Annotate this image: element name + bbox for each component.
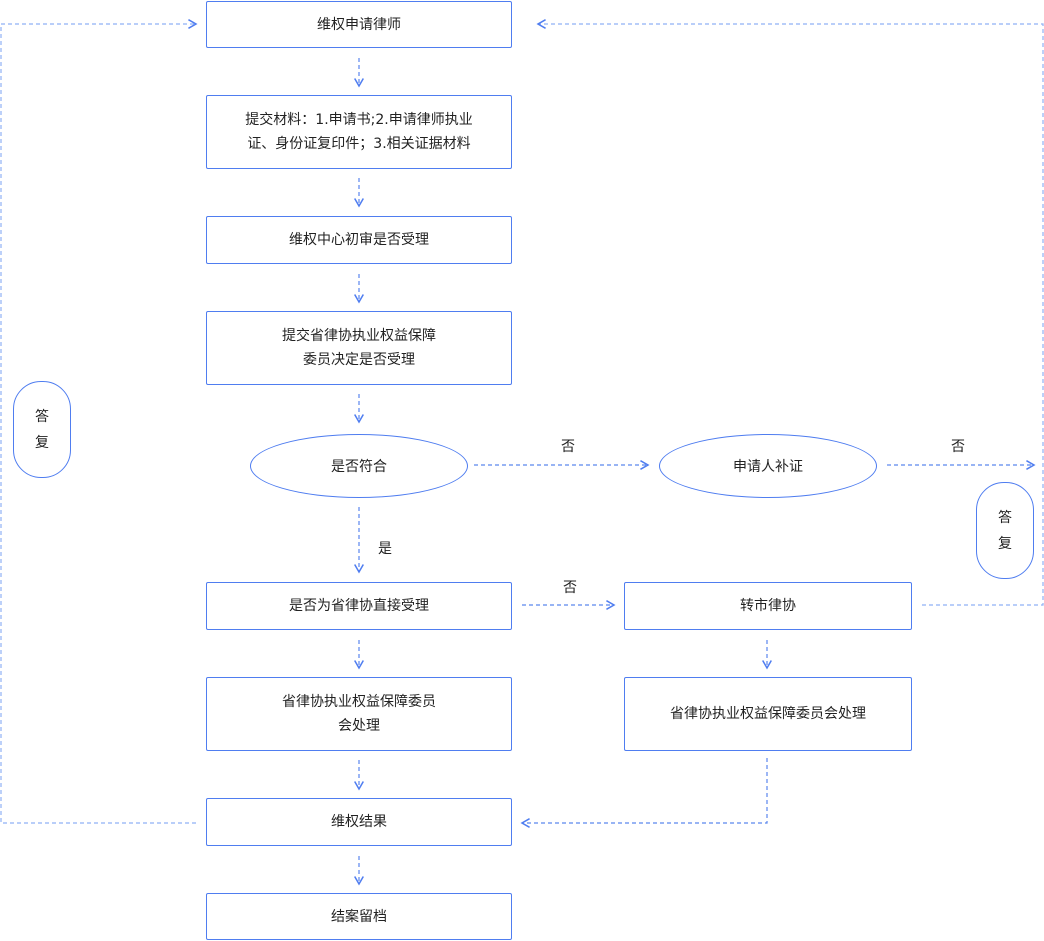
apply-lawyer-box: 维权申请律师 (206, 1, 512, 48)
provincial-committee-box: 省律协执业权益保障委员 会处理 (206, 677, 512, 751)
reply-right-pill: 答 复 (976, 482, 1034, 579)
center-review-box: 维权中心初审是否受理 (206, 216, 512, 264)
qualified-ellipse: 是否符合 (250, 434, 468, 498)
supplement-ellipse: 申请人补证 (659, 434, 877, 498)
label-no-qualified: 否 (561, 439, 575, 455)
label-no-supplement: 否 (951, 439, 965, 455)
submit-committee-box: 提交省律协执业权益保障 委员决定是否受理 (206, 311, 512, 385)
reply-right-char-2: 复 (998, 535, 1012, 552)
label-no-direct: 否 (563, 580, 577, 596)
result-box: 维权结果 (206, 798, 512, 846)
arrow-city-loop-to-apply (536, 19, 1044, 606)
transfer-city-box: 转市律协 (624, 582, 912, 630)
label-yes: 是 (378, 541, 392, 557)
arrow-committee-process-to-result (520, 758, 768, 828)
submit-materials-box: 提交材料：1.申请书;2.申请律师执业 证、身份证复印件；3.相关证据材料 (206, 95, 512, 169)
provincial-direct-box: 是否为省律协直接受理 (206, 582, 512, 630)
reply-left-char-2: 复 (35, 434, 49, 451)
reply-right-char-1: 答 (998, 509, 1012, 526)
committee-process-box: 省律协执业权益保障委员会处理 (624, 677, 912, 751)
reply-left-pill: 答 复 (13, 381, 71, 478)
archive-box: 结案留档 (206, 893, 512, 940)
reply-left-char-1: 答 (35, 408, 49, 425)
